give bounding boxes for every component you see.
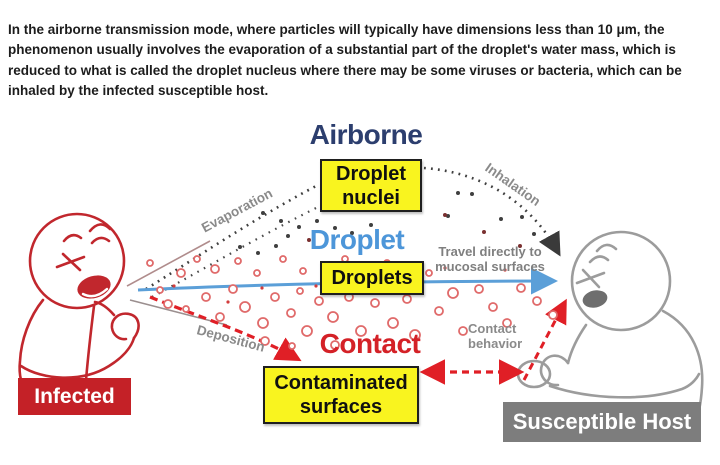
host-brow [588,255,610,264]
infected-squint-x [55,252,86,272]
droplet-particles [146,255,558,350]
infected-arm [19,336,136,379]
infected-fist [110,312,140,341]
intro-paragraph: In the airborne transmission mode, where… [8,21,682,99]
evaporation-particle-trail [145,184,317,298]
infected-label: Infected [18,378,131,415]
contact-route-title: Contact [319,328,421,359]
infected-tongue [81,287,109,298]
contact-behavior-label: Contact behavior [468,321,523,351]
contaminated-surfaces-box: Contaminated surfaces [263,366,419,424]
susceptible-host-drawing [516,230,704,431]
droplet-nuclei-box: Droplet nuclei [320,159,422,212]
contact-behavior-arrow [522,298,567,381]
infected-arm [93,300,116,317]
host-brow [595,243,618,253]
host-squint-x [575,268,606,289]
travel-directly-label: Travel directly to mucosal surfaces [435,244,545,274]
droplets-box: Droplets [320,261,424,295]
host-body [566,323,588,365]
host-arm [548,372,701,399]
droplet-route-title: Droplet [309,224,405,255]
infected-body [18,298,45,382]
infected-brow [90,236,111,245]
infected-person-drawing [18,212,140,382]
infected-brow [88,223,112,233]
inhalation-arrow [423,166,561,257]
infected-body [84,304,96,382]
host-hand [516,359,552,389]
infected-brow [62,233,83,243]
susceptible-host-label: Susceptible Host [503,402,701,442]
spray-boundary-lines [126,240,228,326]
host-fist [539,354,570,387]
host-open-mouth [582,290,608,308]
host-head [570,230,672,332]
airborne-route-title: Airborne [309,119,423,150]
